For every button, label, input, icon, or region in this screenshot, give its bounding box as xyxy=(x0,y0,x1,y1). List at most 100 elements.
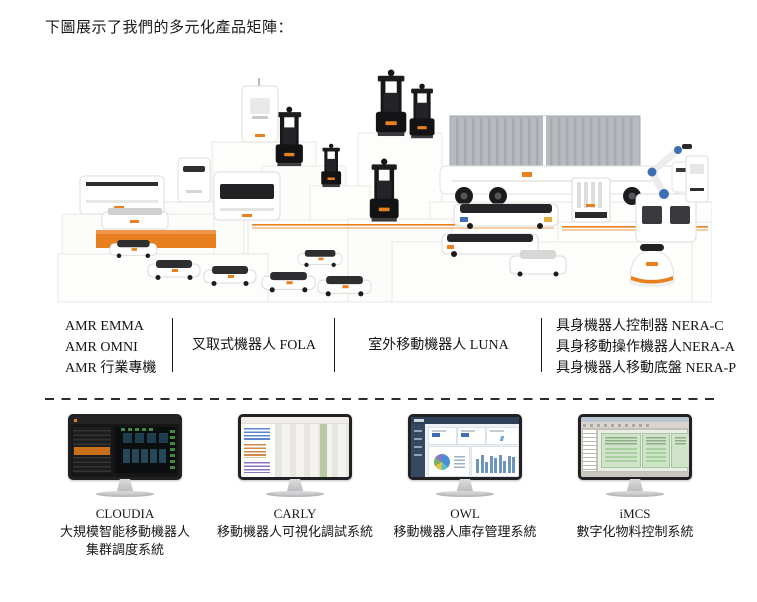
system-desc: 大規模智能移動機器人 xyxy=(59,524,190,539)
system-name: OWL xyxy=(450,506,480,521)
column-divider xyxy=(171,318,173,372)
cloudia-robot-cluster xyxy=(121,428,155,431)
shuttle-robot-white xyxy=(213,171,281,221)
cloudia-titlebar xyxy=(71,417,179,424)
vertical-amr-white xyxy=(177,157,211,203)
carly-toolbar xyxy=(241,417,349,424)
owl-bar-card xyxy=(471,446,519,477)
cloudia-map-view xyxy=(115,427,176,473)
cloudia-rack-blocks xyxy=(123,449,168,463)
owl-stat-card xyxy=(457,427,486,445)
product-label-row: AMR EMMA AMR OMNI AMR 行業專機 叉取式機器人 FOLA 室… xyxy=(40,311,737,379)
product-label: 具身機器人控制器 NERA-C xyxy=(556,319,724,334)
column-divider xyxy=(540,318,542,372)
vertical-amr-white xyxy=(241,78,279,143)
product-column-fola: 叉取式機器人 FOLA xyxy=(173,311,335,379)
owl-stat-value xyxy=(461,433,469,437)
owl-pie-legend xyxy=(454,456,465,468)
owl-stat-value xyxy=(432,433,440,437)
cloudia-logo-dot xyxy=(74,419,77,422)
owl-menu-item xyxy=(414,438,422,440)
mobile-manipulator-arm xyxy=(635,144,697,243)
product-label: 叉取式機器人 FOLA xyxy=(191,337,317,353)
carly-screen xyxy=(238,414,352,480)
owl-logo xyxy=(414,419,424,422)
flat-cargo-amr xyxy=(453,203,559,229)
product-column-amr: AMR EMMA AMR OMNI AMR 行業專機 xyxy=(40,311,173,379)
carly-list-orange xyxy=(244,444,266,458)
carly-map-view xyxy=(276,424,349,477)
product-column-nera: 具身機器人控制器 NERA-C 具身移動操作機器人NERA-A 具身機器人移動底… xyxy=(542,311,737,379)
monitor-stand-neck xyxy=(287,479,303,491)
owl-stat-caption xyxy=(432,430,446,432)
system-cloudia: CLOUDIA 大規模智能移動機器人 集群調度系統 xyxy=(40,414,210,559)
system-label: CLOUDIA 大規模智能移動機器人 集群調度系統 xyxy=(60,505,190,559)
carly-route-path xyxy=(320,424,327,477)
system-desc: 移動機器人庫存管理系統 xyxy=(393,524,537,539)
sorter-robot-small xyxy=(509,250,567,277)
owl-pie-chart xyxy=(434,454,450,470)
imcs-toolbar xyxy=(581,422,689,429)
system-carly: CARLY 移動機器人可視化調試系統 xyxy=(210,414,380,559)
owl-trend-card xyxy=(486,427,519,445)
cloudia-rack-blocks xyxy=(123,433,168,443)
system-desc: 移動機器人可視化調試系統 xyxy=(216,524,373,539)
imcs-panel-grid xyxy=(605,448,637,464)
forklift-agv xyxy=(375,69,407,137)
imcs-panel-grid xyxy=(646,448,666,464)
owl-sidebar xyxy=(411,424,425,477)
imcs-panel-text xyxy=(605,437,637,445)
imcs-titlebar xyxy=(581,417,689,422)
imcs-green-panel xyxy=(601,433,641,468)
system-imcs: iMCS 數字化物料控制系統 xyxy=(550,414,720,559)
column-divider xyxy=(333,318,335,372)
imcs-statusbar xyxy=(581,472,689,477)
product-label: 具身機器人移動底盤 NERA-P xyxy=(556,361,737,376)
system-name: iMCS xyxy=(619,506,651,521)
software-systems-row: CLOUDIA 大規模智能移動機器人 集群調度系統 CARLY xyxy=(40,414,720,559)
forklift-agv xyxy=(321,143,342,188)
imcs-screen xyxy=(578,414,692,480)
carly-list-purple xyxy=(244,462,270,473)
product-matrix-photo xyxy=(57,69,712,303)
owl-menu-item xyxy=(414,446,422,448)
dome-robot-orange xyxy=(629,244,675,287)
cloudia-robot-cluster xyxy=(170,430,175,470)
system-owl: OWL 移動機器人庫存管理系統 xyxy=(380,414,550,559)
imcs-panel-text xyxy=(646,437,666,445)
system-name: CARLY xyxy=(273,506,317,521)
system-label: iMCS 數字化物料控制系統 xyxy=(576,505,693,541)
forklift-agv xyxy=(275,106,303,167)
monitor-stand-base xyxy=(606,491,664,497)
system-label: OWL 移動機器人庫存管理系統 xyxy=(393,505,536,541)
monitor-stand-base xyxy=(436,491,494,497)
owl-menu-item xyxy=(414,430,422,432)
imcs-green-panel xyxy=(671,433,689,468)
imcs-green-panel xyxy=(642,433,670,468)
monitor-stand-neck xyxy=(457,479,473,491)
owl-menu-item xyxy=(414,454,422,456)
cloudia-screen xyxy=(68,414,182,480)
product-column-luna: 室外移動機器人 LUNA xyxy=(335,311,542,379)
system-desc: 集群調度系統 xyxy=(85,542,164,557)
monitor-stand-base xyxy=(96,491,154,497)
carly-side-panel xyxy=(241,424,276,477)
dashed-separator xyxy=(45,398,717,400)
owl-pie-card xyxy=(428,446,470,477)
owl-stat-caption xyxy=(461,430,475,432)
pedestal-orange-stripes xyxy=(252,224,708,231)
product-label: AMR EMMA xyxy=(65,319,144,334)
imcs-work-area xyxy=(597,429,689,472)
product-label: 具身移動操作機器人NERA-A xyxy=(556,340,735,355)
system-desc: 數字化物料控制系統 xyxy=(576,524,694,539)
owl-stat-card xyxy=(428,427,457,445)
owl-trend-line xyxy=(490,436,514,441)
shuttle-on-platform xyxy=(101,208,169,230)
owl-bar-chart xyxy=(476,453,515,473)
owl-screen xyxy=(408,414,522,480)
container-transport-robot xyxy=(439,115,691,205)
owl-topbar xyxy=(411,417,519,424)
monitor-stand-base xyxy=(266,491,324,497)
carly-list-blue xyxy=(244,428,270,440)
